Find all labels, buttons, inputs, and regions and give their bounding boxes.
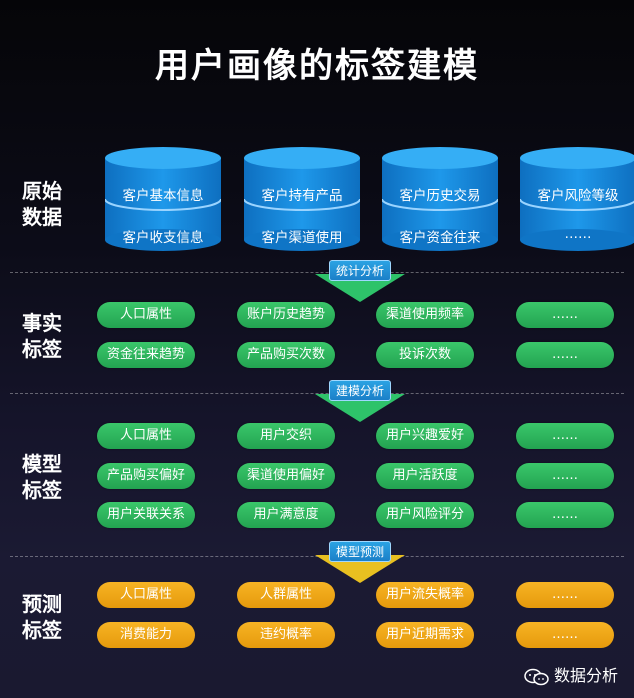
page-title: 用户画像的标签建模 <box>155 46 479 86</box>
separator-3 <box>10 556 624 557</box>
model-tags-pill: 用户活跃度 <box>376 463 474 489</box>
arrow-prediction-label: 模型预测 <box>328 541 392 562</box>
row-label-raw: 原始 数据 <box>22 178 66 230</box>
model-tags-pill: …… <box>516 463 614 489</box>
model-tags-pill: 用户关联关系 <box>97 502 195 528</box>
predict-tags-pill: 消费能力 <box>97 622 195 648</box>
database-2: 客户持有产品客户渠道使用 <box>244 146 360 252</box>
model-tags-pill: 人口属性 <box>97 423 195 449</box>
arrow-statistics-label: 统计分析 <box>328 260 392 281</box>
row-label-model-text: 模型 标签 <box>22 452 62 502</box>
row-label-fact-text: 事实 标签 <box>22 311 62 361</box>
model-tags-pill: 用户兴趣爱好 <box>376 423 474 449</box>
model-tags-pill: …… <box>516 502 614 528</box>
fact-tags-pill: …… <box>516 342 614 368</box>
fact-tags-pill: 投诉次数 <box>376 342 474 368</box>
separator-2 <box>10 393 624 394</box>
database-2-bottom-label: 客户渠道使用 <box>261 230 343 246</box>
fact-tags-pill: 产品购买次数 <box>237 342 335 368</box>
row-label-predict-text: 预测 标签 <box>22 592 62 642</box>
predict-tags-pill: 用户近期需求 <box>376 622 474 648</box>
model-tags-pill: 渠道使用偏好 <box>237 463 335 489</box>
predict-tags-pill: …… <box>516 582 614 608</box>
separator-1 <box>10 272 624 273</box>
database-1-bottom-label: 客户收支信息 <box>122 230 204 246</box>
arrow-modeling-label: 建模分析 <box>328 380 392 401</box>
fact-tags-pill: 渠道使用频率 <box>376 302 474 328</box>
predict-tags-pill: 用户流失概率 <box>376 582 474 608</box>
database-3-bottom-label: 客户资金往来 <box>399 230 481 246</box>
database-1-top-label: 客户基本信息 <box>122 188 204 204</box>
arrow-prediction: 模型预测 <box>315 541 405 583</box>
arrow-statistics: 统计分析 <box>315 260 405 302</box>
row-label-fact: 事实 标签 <box>22 310 66 362</box>
model-tags-pill: …… <box>516 423 614 449</box>
database-2-top-label: 客户持有产品 <box>261 188 343 204</box>
database-1: 客户基本信息客户收支信息 <box>105 146 221 252</box>
model-tags-pill: 用户风险评分 <box>376 502 474 528</box>
model-tags-pill: 产品购买偏好 <box>97 463 195 489</box>
database-3-top-label: 客户历史交易 <box>399 188 481 204</box>
fact-tags-pill: 资金往来趋势 <box>97 342 195 368</box>
model-tags-pill: 用户满意度 <box>237 502 335 528</box>
fact-tags-pill: …… <box>516 302 614 328</box>
database-4: 客户风险等级 …… <box>520 146 634 252</box>
watermark-text: 数据分析 <box>553 666 618 685</box>
predict-tags-pill: 人口属性 <box>97 582 195 608</box>
wechat-icon <box>524 668 550 686</box>
arrow-modeling: 建模分析 <box>315 380 405 422</box>
fact-tags-pill: 账户历史趋势 <box>237 302 335 328</box>
fact-tags-pill: 人口属性 <box>97 302 195 328</box>
predict-tags-pill: …… <box>516 622 614 648</box>
model-tags-pill: 用户交织 <box>237 423 335 449</box>
database-3: 客户历史交易客户资金往来 <box>382 146 498 252</box>
row-label-predict: 预测 标签 <box>22 591 66 643</box>
row-label-model: 模型 标签 <box>22 451 66 503</box>
predict-tags-pill: 违约概率 <box>237 622 335 648</box>
database-4-bottom-label: …… <box>564 226 592 242</box>
database-4-top-label: 客户风险等级 <box>537 188 619 204</box>
predict-tags-pill: 人群属性 <box>237 582 335 608</box>
watermark: 数据分析 <box>524 662 618 686</box>
row-label-raw-text: 原始 数据 <box>22 179 62 229</box>
